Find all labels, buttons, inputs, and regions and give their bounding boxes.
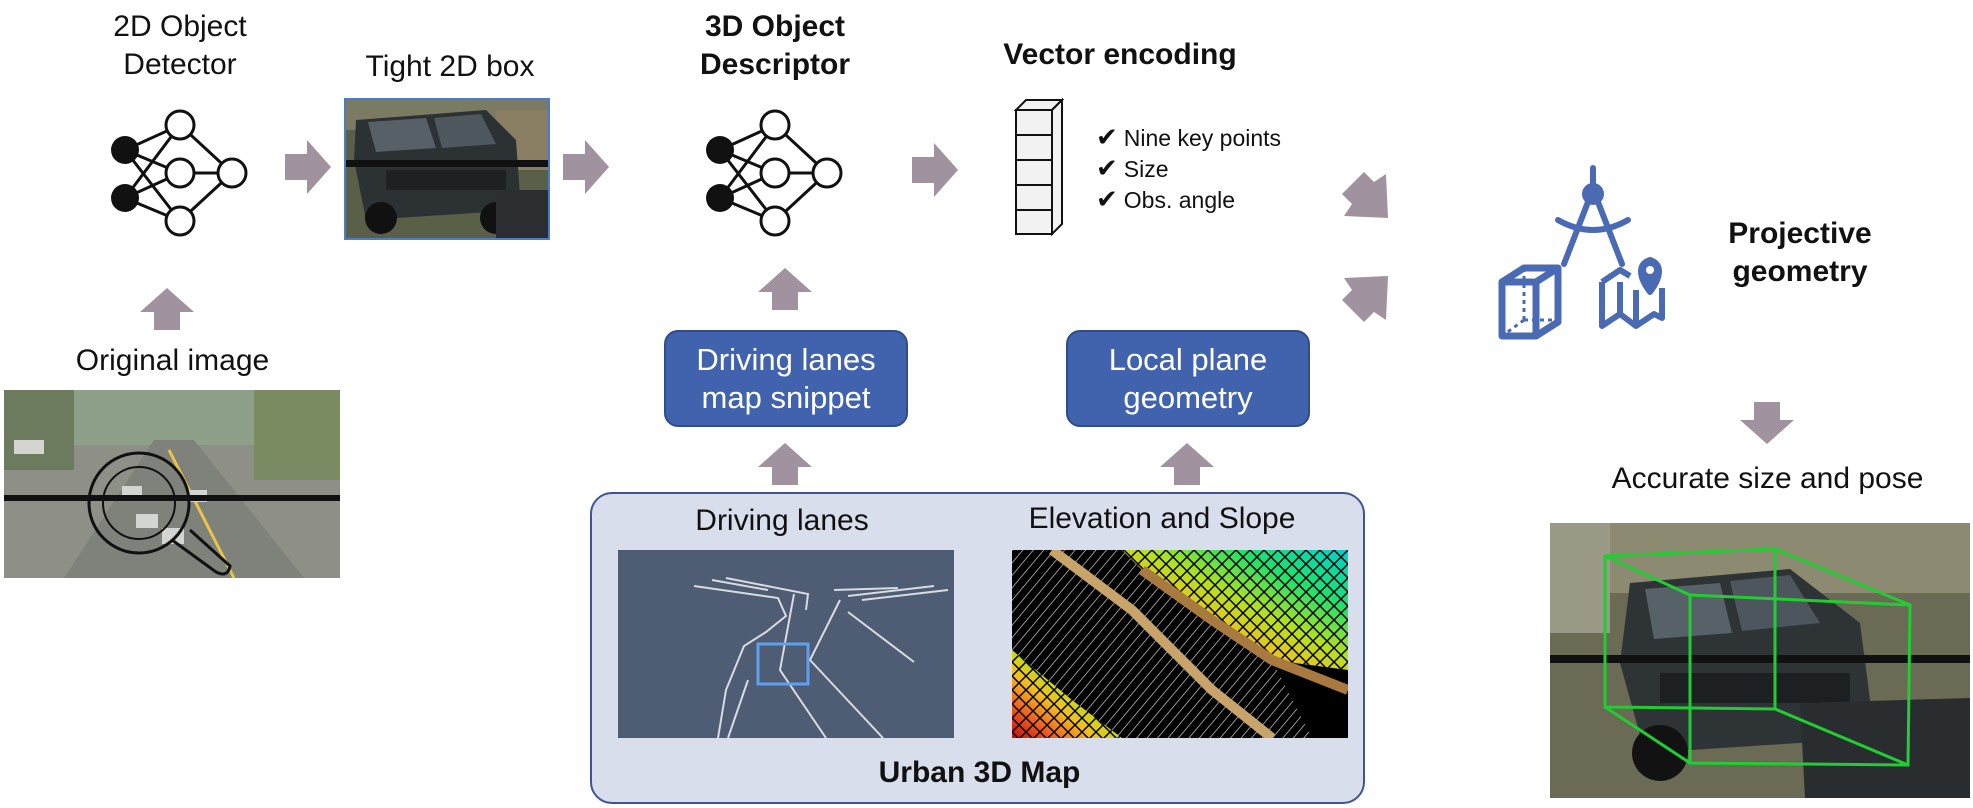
map-pin-icon: [1599, 257, 1665, 329]
local-plane-line1: Local plane: [1108, 341, 1268, 377]
checkmark-icon: ✔: [1096, 184, 1118, 214]
arrow-down-icon: [1740, 402, 1794, 444]
vector-encoding-title: Vector encoding: [1003, 38, 1237, 71]
encoding-checklist: ✔Nine key points ✔Size ✔Obs. angle: [1096, 122, 1281, 215]
original-image-title: Original image: [75, 344, 270, 377]
descriptor-title-line2: Descriptor: [699, 48, 851, 81]
tight-box-image: [344, 98, 550, 240]
arrow-up-icon: [758, 443, 812, 485]
arrow-up-right-icon: [1342, 276, 1388, 322]
neural-network-icon: [111, 109, 248, 237]
elevation-label: Elevation and Slope: [1028, 502, 1296, 535]
arrow-right-icon: [563, 140, 609, 194]
elevation-map-image: [1012, 550, 1348, 738]
detector-title-line1: 2D Object: [113, 10, 247, 43]
lanes-snippet-line1: Driving lanes: [696, 341, 876, 377]
result-image: [1550, 523, 1970, 798]
arrow-up-icon: [1160, 443, 1214, 485]
cube-icon: [1498, 264, 1562, 340]
lanes-snippet-line2: map snippet: [701, 379, 871, 415]
local-plane-line2: geometry: [1123, 379, 1253, 415]
local-plane-box: Local plane geometry: [1066, 330, 1310, 427]
arrow-up-icon: [758, 268, 812, 310]
neural-network-icon: [706, 109, 843, 237]
accurate-title: Accurate size and pose: [1611, 462, 1924, 495]
lanes-snippet-box: Driving lanes map snippet: [664, 330, 908, 427]
original-image: [4, 390, 340, 578]
projective-geometry-icons: [1498, 165, 1665, 340]
tight-box-title: Tight 2D box: [365, 50, 535, 83]
arrow-right-icon: [285, 140, 331, 194]
vector-stack-icon: [1013, 98, 1064, 237]
detector-title: 2D Object Detector: [80, 8, 280, 84]
descriptor-title-line1: 3D Object: [704, 10, 846, 43]
driving-lanes-label: Driving lanes: [695, 504, 869, 537]
projective-title: Projective geometry: [1700, 215, 1900, 291]
lane-map-image: [618, 550, 954, 738]
urban-map-title: Urban 3D Map: [878, 756, 1081, 789]
checklist-item: ✔Obs. angle: [1096, 184, 1236, 214]
arrow-right-icon: [912, 143, 958, 197]
checkmark-icon: ✔: [1096, 153, 1118, 183]
checklist-item: ✔Nine key points: [1096, 122, 1282, 152]
detector-title-line2: Detector: [123, 48, 237, 81]
checklist-item: ✔Size: [1096, 153, 1169, 183]
descriptor-title: 3D Object Descriptor: [665, 8, 885, 84]
compass-icon: [1555, 165, 1631, 267]
arrow-down-right-icon: [1342, 172, 1388, 218]
checkmark-icon: ✔: [1096, 122, 1118, 152]
urban-map-panel: Driving lanes Elevation and Slope: [590, 492, 1365, 804]
projective-title-line2: geometry: [1732, 255, 1868, 288]
arrow-up-icon: [140, 288, 194, 330]
projective-title-line1: Projective: [1728, 217, 1872, 250]
